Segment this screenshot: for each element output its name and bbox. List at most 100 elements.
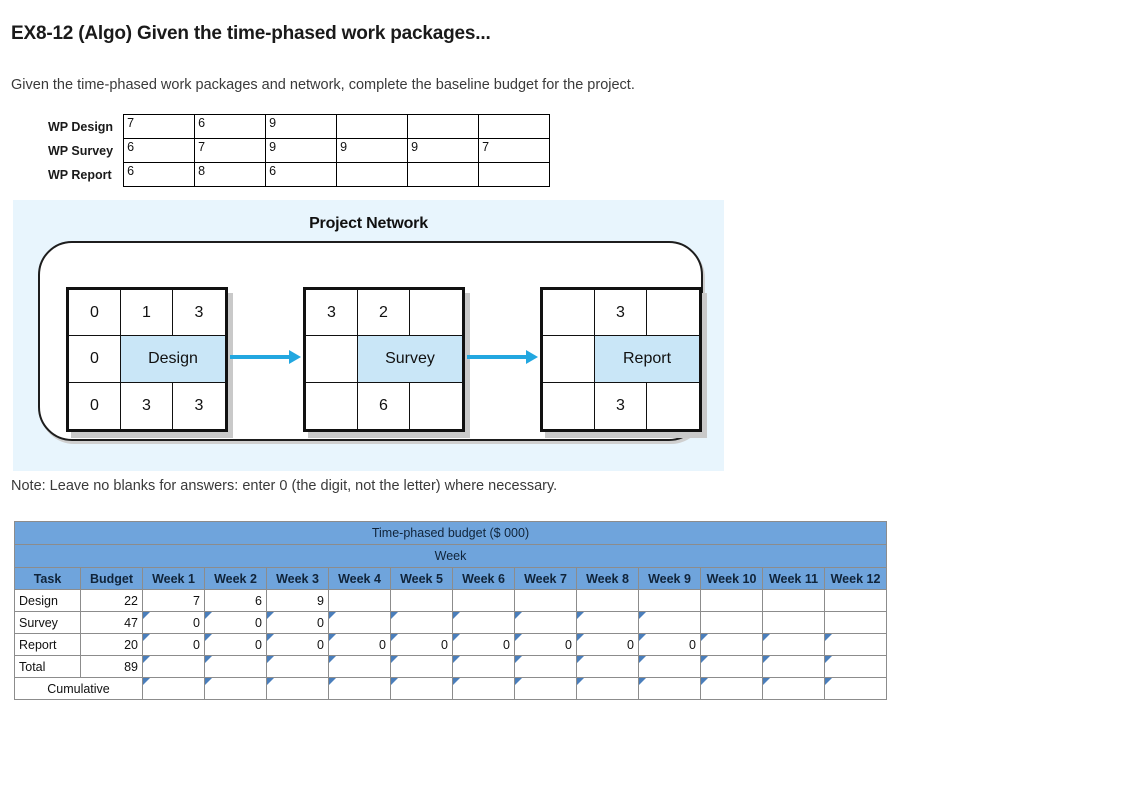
cumulative-week-input[interactable]	[452, 677, 515, 700]
budget-row-task: Report	[14, 633, 81, 656]
budget-col-header: Week 2	[204, 567, 267, 590]
budget-title-row: Time-phased budget ($ 000)	[14, 521, 887, 545]
node-survey-dur: 2	[358, 290, 410, 337]
budget-week-input[interactable]	[390, 655, 453, 678]
budget-week-input[interactable]	[762, 655, 825, 678]
budget-week-input[interactable]	[700, 633, 763, 656]
budget-week-input[interactable]: 0	[266, 633, 329, 656]
wp-cell: 9	[336, 138, 409, 163]
budget-week-input[interactable]: 0	[328, 633, 391, 656]
budget-week-group-row: Week	[14, 544, 887, 568]
budget-week-cell: 6	[204, 589, 267, 612]
node-survey-ef	[410, 290, 462, 337]
budget-week-cell: 7	[142, 589, 205, 612]
cumulative-week-input[interactable]	[576, 677, 639, 700]
budget-week-input[interactable]	[452, 611, 515, 634]
budget-week-input[interactable]	[824, 633, 887, 656]
budget-week-input[interactable]	[762, 633, 825, 656]
budget-week-cell	[452, 589, 515, 612]
arrow-design-to-survey-icon	[230, 350, 301, 364]
budget-week-input[interactable]	[204, 655, 267, 678]
budget-week-input[interactable]: 0	[266, 611, 329, 634]
budget-week-input[interactable]: 0	[638, 633, 701, 656]
budget-week-input[interactable]: 0	[452, 633, 515, 656]
wp-cell: 9	[265, 138, 338, 163]
cumulative-week-input[interactable]	[266, 677, 329, 700]
cumulative-week-input[interactable]	[390, 677, 453, 700]
budget-week-cell	[824, 589, 887, 612]
wp-cell: 7	[123, 114, 196, 139]
budget-week-cell	[514, 589, 577, 612]
budget-week-input[interactable]	[452, 655, 515, 678]
wp-row-label: WP Report	[48, 167, 112, 182]
cumulative-week-input[interactable]	[700, 677, 763, 700]
budget-week-input[interactable]: 0	[390, 633, 453, 656]
budget-week-cell	[700, 611, 763, 634]
budget-week-input[interactable]	[328, 611, 391, 634]
budget-week-input[interactable]	[700, 655, 763, 678]
cumulative-week-input[interactable]	[638, 677, 701, 700]
budget-week-input[interactable]	[142, 655, 205, 678]
budget-col-header: Week 4	[328, 567, 391, 590]
wp-cell: 7	[478, 138, 551, 163]
budget-col-header: Week 10	[700, 567, 763, 590]
node-design-label: Design	[121, 336, 225, 383]
cumulative-week-input[interactable]	[204, 677, 267, 700]
arrow-survey-to-report-icon	[467, 350, 538, 364]
wp-cell: 6	[123, 138, 196, 163]
cumulative-week-input[interactable]	[514, 677, 577, 700]
budget-week-input[interactable]: 0	[204, 611, 267, 634]
wp-row-label: WP Survey	[48, 143, 114, 158]
budget-week-input[interactable]: 0	[142, 611, 205, 634]
budget-col-header: Week 7	[514, 567, 577, 590]
note-text: Note: Leave no blanks for answers: enter…	[11, 478, 558, 494]
node-report-es	[543, 290, 595, 337]
node-report-id: 3	[595, 382, 647, 429]
budget-week-input[interactable]	[576, 655, 639, 678]
node-design-ef: 3	[173, 290, 225, 337]
budget-week-input[interactable]	[514, 655, 577, 678]
budget-week-cell	[576, 589, 639, 612]
node-survey-slack	[306, 336, 358, 383]
wp-cell: 9	[265, 114, 338, 139]
budget-row-task: Total	[14, 655, 81, 678]
node-design-id: 3	[121, 382, 173, 429]
wp-cell: 6	[123, 162, 196, 187]
cumulative-week-input[interactable]	[142, 677, 205, 700]
budget-col-header: Budget	[80, 567, 143, 590]
wp-cell: 6	[265, 162, 338, 187]
project-network-title: Project Network	[309, 215, 428, 232]
node-design-slack: 0	[69, 336, 121, 383]
prompt-text: Given the time-phased work packages and …	[11, 77, 635, 93]
node-report-ef	[647, 290, 699, 337]
page-title: EX8-12 (Algo) Given the time-phased work…	[11, 23, 491, 44]
budget-week-input[interactable]: 0	[204, 633, 267, 656]
budget-week-input[interactable]: 0	[514, 633, 577, 656]
budget-week-input[interactable]: 0	[576, 633, 639, 656]
budget-week-input[interactable]: 0	[142, 633, 205, 656]
budget-week-input[interactable]	[824, 655, 887, 678]
cumulative-week-input[interactable]	[762, 677, 825, 700]
budget-week-input[interactable]	[576, 611, 639, 634]
budget-week-input[interactable]	[328, 655, 391, 678]
budget-week-input[interactable]	[638, 611, 701, 634]
budget-col-header: Week 12	[824, 567, 887, 590]
budget-week-input[interactable]	[514, 611, 577, 634]
budget-week-input[interactable]	[266, 655, 329, 678]
wp-cell	[407, 162, 480, 187]
node-survey-label: Survey	[358, 336, 462, 383]
budget-week-input[interactable]	[390, 611, 453, 634]
node-survey-id: 6	[358, 382, 410, 429]
cumulative-week-input[interactable]	[824, 677, 887, 700]
budget-week-cell	[762, 589, 825, 612]
node-design-lf: 3	[194, 396, 204, 414]
network-node-design: 0 1 3 0 Design 0 3 3	[66, 287, 228, 432]
budget-week-input[interactable]	[638, 655, 701, 678]
cumulative-week-input[interactable]	[328, 677, 391, 700]
budget-col-header: Week 8	[576, 567, 639, 590]
